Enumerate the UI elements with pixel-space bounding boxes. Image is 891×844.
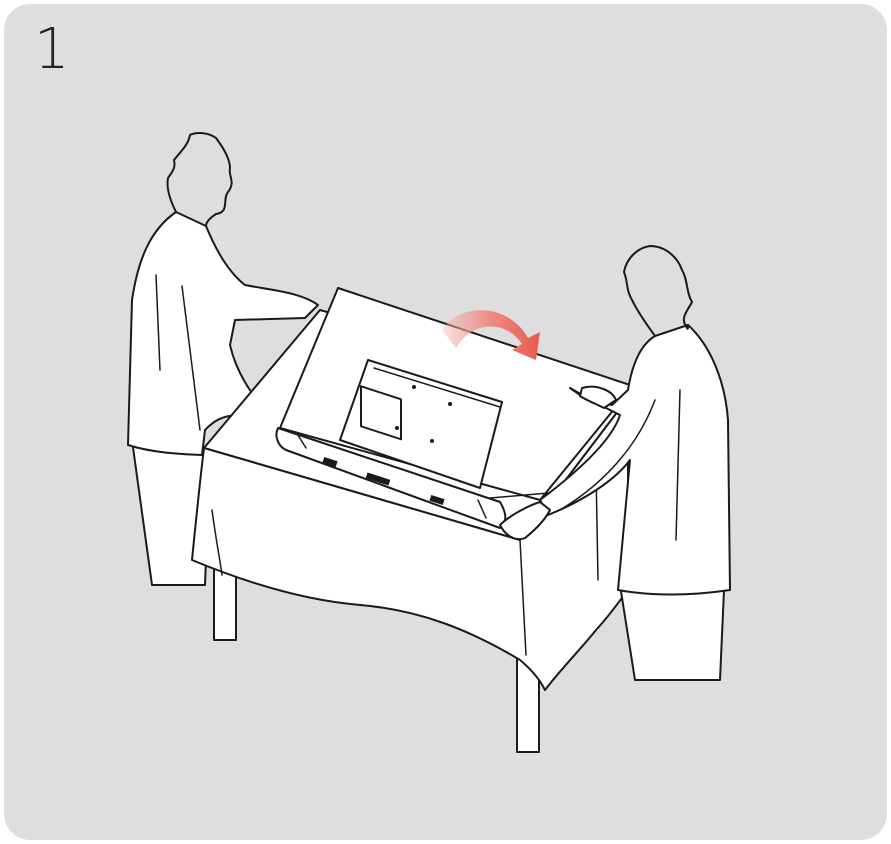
tv-flip-illustration: [4, 4, 887, 840]
instruction-panel: 1: [4, 4, 887, 840]
